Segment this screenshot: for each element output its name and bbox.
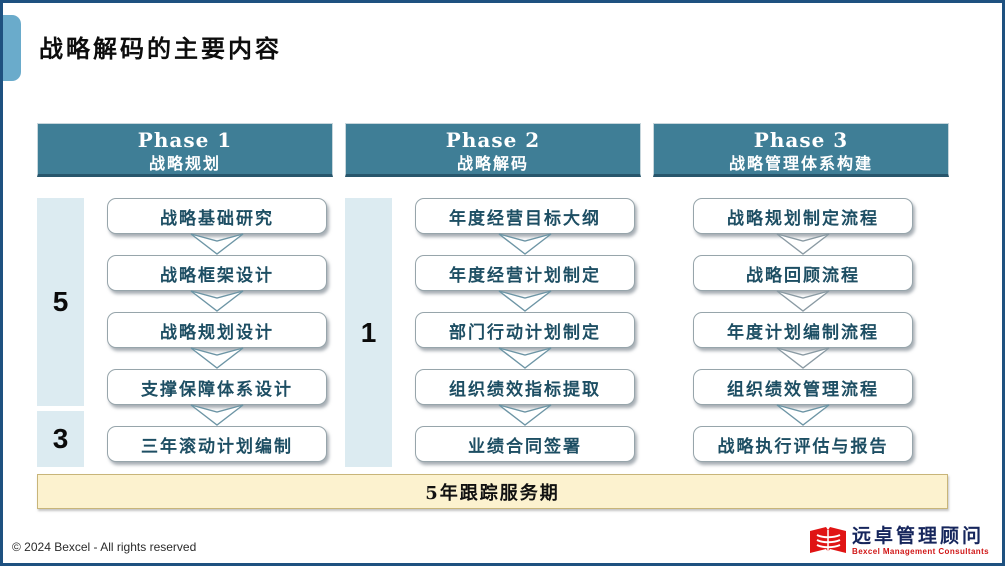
- step-box: 战略执行评估与报告: [693, 426, 913, 462]
- title-accent-tab: [3, 15, 21, 81]
- step-box: 组织绩效指标提取: [415, 369, 635, 405]
- phase-1-years-badge-5: 5: [37, 198, 84, 406]
- down-arrow-icon: [190, 347, 244, 369]
- phase-2-years-badge-1: 1: [345, 198, 392, 467]
- page-title: 战略解码的主要内容: [39, 34, 282, 63]
- down-arrow-icon: [498, 347, 552, 369]
- step-box: 战略基础研究: [107, 198, 327, 234]
- down-arrow-icon: [498, 404, 552, 426]
- phase-2-header: Phase 2 战略解码: [345, 123, 641, 177]
- copyright-text: © 2024 Bexcel - All rights reserved: [12, 540, 197, 554]
- step-box: 支撑保障体系设计: [107, 369, 327, 405]
- logo-text: 远卓管理顾问 Bexcel Management Consultants: [852, 525, 989, 557]
- step-box: 年度经营计划制定: [415, 255, 635, 291]
- down-arrow-icon: [498, 233, 552, 255]
- step-box: 组织绩效管理流程: [693, 369, 913, 405]
- down-arrow-icon: [190, 233, 244, 255]
- open-book-logo-icon: [810, 527, 847, 553]
- step-box: 战略回顾流程: [693, 255, 913, 291]
- phase-3-title: Phase 3: [753, 128, 849, 152]
- company-logo: 远卓管理顾问 Bexcel Management Consultants: [809, 526, 989, 556]
- down-arrow-icon: [776, 233, 830, 255]
- down-arrow-icon: [190, 290, 244, 312]
- logo-company-name: 远卓管理顾问: [852, 525, 985, 547]
- step-box: 三年滚动计划编制: [107, 426, 327, 462]
- phase-2-title: Phase 2: [445, 128, 541, 152]
- step-box: 战略规划设计: [107, 312, 327, 348]
- down-arrow-icon: [190, 404, 244, 426]
- phase-1-subtitle: 战略规划: [148, 154, 221, 173]
- step-box: 部门行动计划制定: [415, 312, 635, 348]
- step-box: 战略框架设计: [107, 255, 327, 291]
- down-arrow-icon: [776, 404, 830, 426]
- phase-1-years-badge-3: 3: [37, 411, 84, 467]
- down-arrow-icon: [498, 290, 552, 312]
- phase-3-subtitle: 战略管理体系构建: [728, 154, 873, 173]
- down-arrow-icon: [776, 290, 830, 312]
- logo-company-subtitle: Bexcel Management Consultants: [852, 547, 989, 556]
- tracking-service-banner: 5年跟踪服务期: [37, 474, 948, 509]
- step-box: 业绩合同签署: [415, 426, 635, 462]
- step-box: 年度经营目标大纲: [415, 198, 635, 234]
- phase-2-subtitle: 战略解码: [456, 154, 529, 173]
- step-box: 年度计划编制流程: [693, 312, 913, 348]
- step-box: 战略规划制定流程: [693, 198, 913, 234]
- phase-3-header: Phase 3 战略管理体系构建: [653, 123, 949, 177]
- phase-1-title: Phase 1: [137, 128, 233, 152]
- phase-1-header: Phase 1 战略规划: [37, 123, 333, 177]
- down-arrow-icon: [776, 347, 830, 369]
